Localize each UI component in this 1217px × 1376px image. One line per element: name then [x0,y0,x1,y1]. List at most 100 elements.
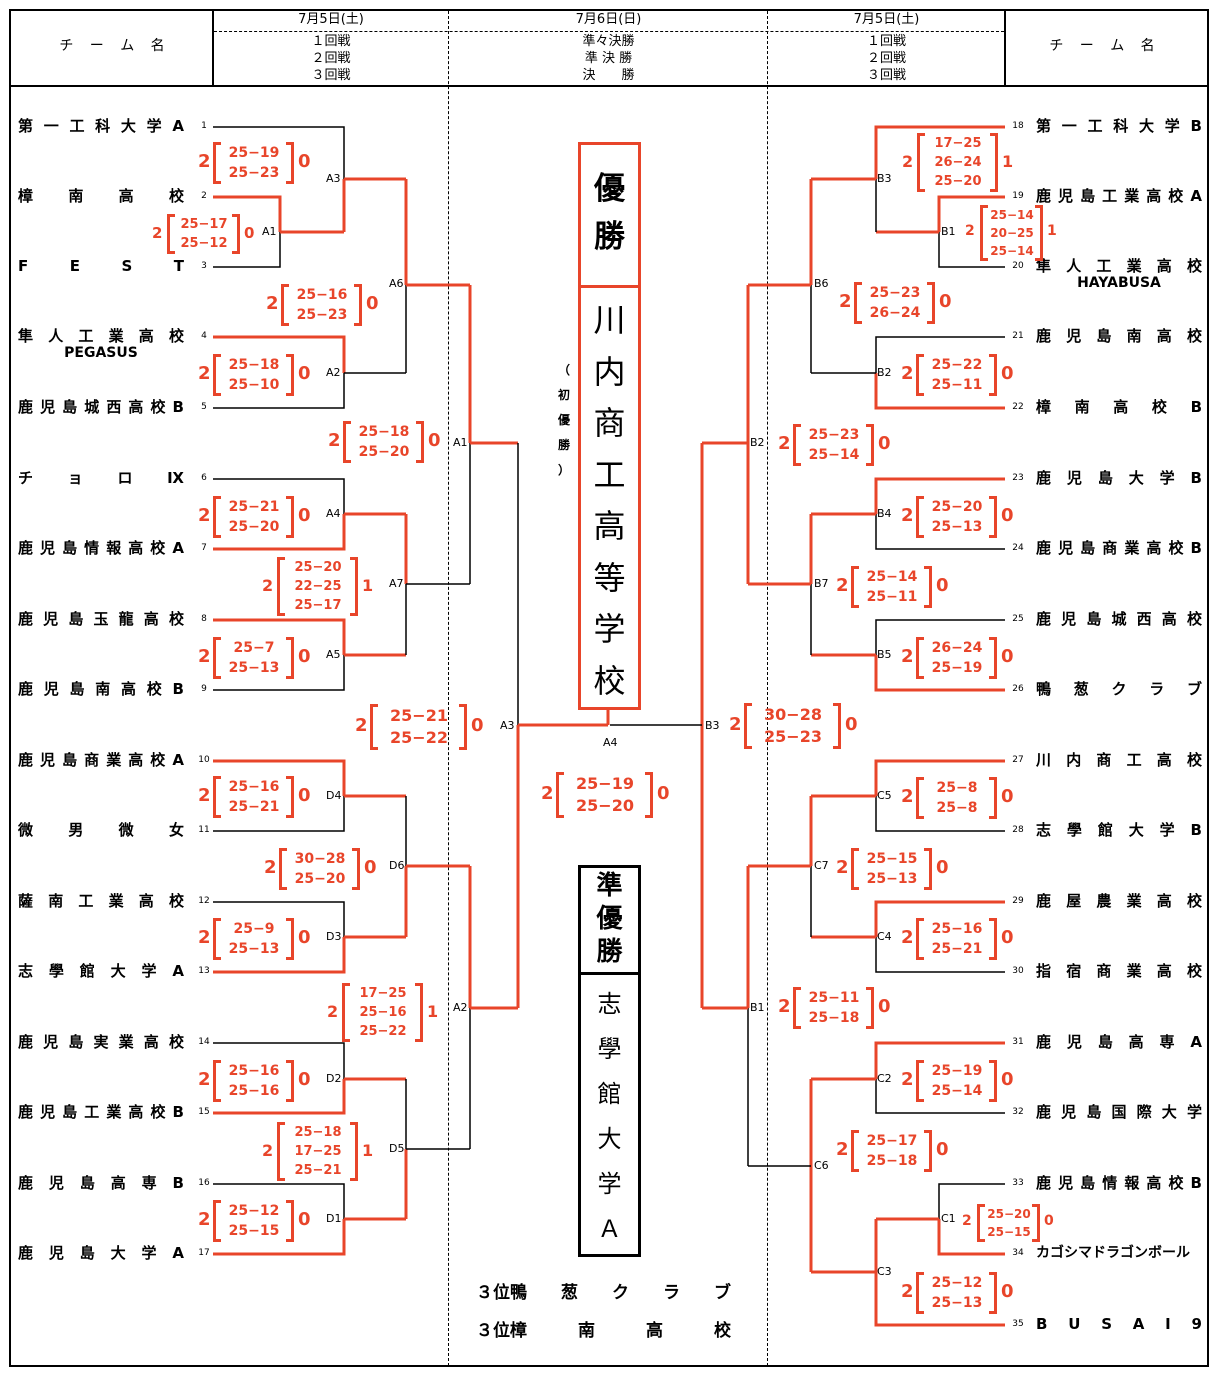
round-label: ２回戦 [311,51,351,66]
team-name-char: 島 [68,610,84,628]
team-name-char: 鴨 [1036,680,1052,698]
team-name-char: 鹿 [1036,469,1052,487]
set-score: 25−16 [296,287,348,303]
team-name-char: B [172,398,184,416]
right-wins: 0 [1001,786,1014,807]
bracket-line [875,514,1005,550]
team-name-char: 児 [40,398,56,416]
set-score: 30−28 [294,851,346,867]
right-wins: 0 [936,575,949,596]
set-score: 26−24 [934,155,982,170]
bracket-open [277,1122,285,1181]
bracket-line [875,336,1005,373]
seed-number: 28 [1012,825,1024,835]
bracket-line [938,1183,1005,1219]
bracket-close [459,704,467,750]
team-name-char: 高 [1146,539,1162,557]
team-name-char: 鹿 [1036,539,1052,557]
node-label: A4 [326,507,341,520]
champion-team: 川内商工高等学校 [581,295,638,707]
node-label: C5 [877,789,892,802]
team-name-char: 実 [93,1033,109,1051]
team-name-char: 児 [1066,469,1082,487]
team-name-char: 人 [1066,257,1082,275]
right-wins: 0 [939,291,952,312]
set-score: 25−18 [866,1153,918,1169]
bracket-open [916,1272,924,1314]
seed-number: 30 [1012,966,1024,976]
bracket-open [977,1204,985,1242]
right-wins: 0 [298,505,311,526]
set-score: 25−21 [390,706,448,725]
team-name-char: 女 [168,821,184,839]
champion-team-char: 等 [593,558,626,597]
left-wins: 2 [836,575,849,596]
left-wins: 2 [198,785,211,806]
team-name-char: B [1036,1315,1048,1333]
team-name-char: 校 [168,610,184,628]
set-score: 25−20 [576,796,634,815]
seed-number: 13 [198,966,210,976]
left-wins: 2 [901,1069,914,1090]
set-score: 25−16 [228,1083,280,1099]
set-score: 25−22 [931,357,983,373]
bracket-line [213,232,281,268]
team-name-char: 隼 [18,327,34,345]
seed-number: 31 [1012,1037,1024,1047]
team-name-char: 鹿 [18,610,34,628]
team-name-char: 高 [110,1174,126,1192]
bracket-line [874,900,1005,937]
set-score: 25−22 [359,1024,407,1039]
team-name-char: 児 [40,539,56,557]
node-label: C4 [877,930,892,943]
runner-up-label-char: 勝 [596,937,623,967]
seed-number: 4 [201,331,207,341]
left-wins: 2 [901,505,914,526]
team-name-char: 商 [1096,751,1112,769]
bracket-line [213,618,346,655]
right-wins: 0 [244,223,255,242]
bracket-open [213,776,221,818]
seed-number: 12 [198,896,210,906]
runner-up-team-char: 学 [597,1170,622,1198]
team-name-char: 国 [1111,1103,1127,1121]
column-divider [448,11,449,1366]
team-name-char: 際 [1136,1103,1152,1121]
team-name-char: 業 [1126,892,1142,910]
team-name: 隼人工業高校 [1036,256,1202,276]
node-label: B4 [877,507,892,520]
team-name-char: 業 [108,892,124,910]
node-label: B6 [814,277,829,290]
set-score: 25−14 [990,208,1034,222]
bracket-open [213,637,221,679]
team-name-char: 校 [1168,539,1184,557]
set-score: 25−13 [228,660,280,676]
seed-number: 26 [1012,684,1024,694]
bracket-open [980,205,988,261]
team-name-char: 児 [48,1244,64,1262]
team-name-char: 第 [1036,117,1052,135]
team-name-char: 情 [1102,1174,1118,1192]
bracket-open [916,1060,924,1102]
first-title-note-char: 優 [557,413,570,427]
date-divider [214,31,1004,32]
bracket-close [286,496,294,538]
set-score: 25−14 [931,1083,983,1099]
team-name-char: I [1165,1315,1171,1333]
left-wins: 2 [262,1140,274,1160]
